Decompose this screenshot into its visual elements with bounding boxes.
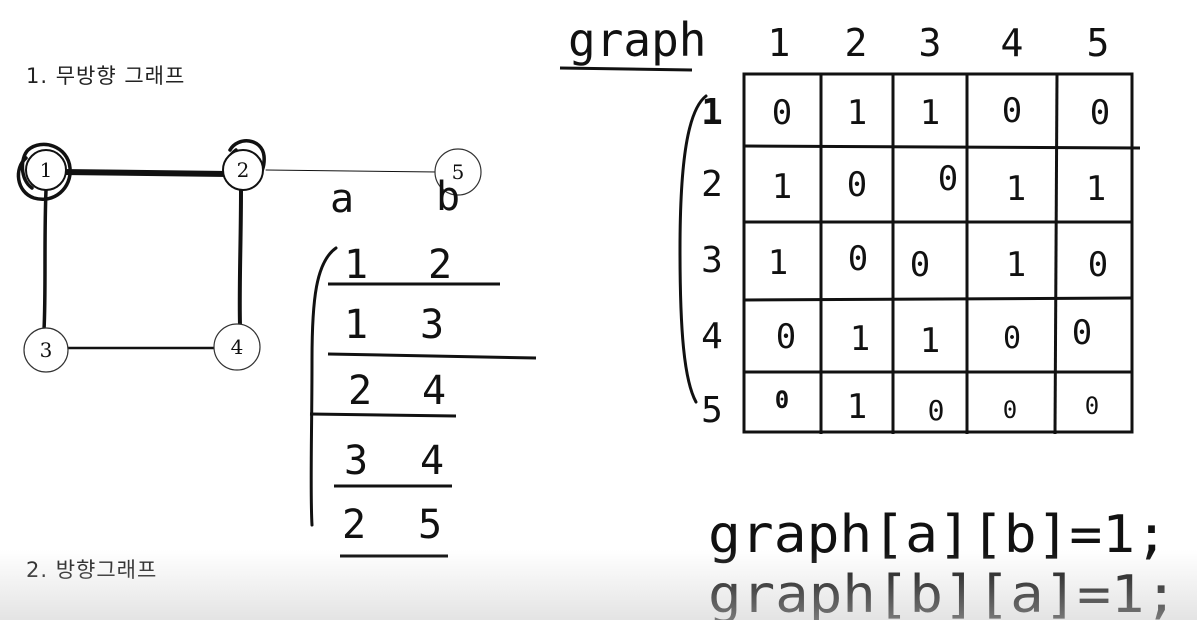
edge-list-cell: 3 [344, 438, 368, 484]
matrix-cell: 1 [1006, 245, 1026, 285]
graph-node-label: 4 [231, 335, 244, 359]
matrix-cell: 0 [1002, 91, 1022, 131]
edge-list-cell: 4 [422, 368, 446, 414]
edge-list-cell: 1 [344, 302, 368, 348]
matrix-gridline [1053, 73, 1059, 435]
matrix-col-header: 3 [919, 21, 942, 65]
graph-edge-2-5 [265, 169, 439, 173]
edge-list-cell: 1 [344, 242, 368, 288]
graph-node-1 [25, 149, 67, 191]
matrix-cell: 1 [920, 321, 940, 361]
graph-node-2 [222, 149, 264, 191]
matrix-frame [742, 72, 1134, 434]
graph-nodes: 1 2 3 4 5 [23, 148, 482, 373]
edge-list-cell: 2 [428, 242, 452, 288]
matrix-cell: 0 [1072, 313, 1092, 353]
matrix-row-bracket [678, 94, 708, 404]
matrix-cell: 1 [772, 167, 792, 207]
graph-node-label: 2 [237, 158, 250, 182]
matrix-cell: 0 [848, 239, 868, 279]
matrix-col-header: 2 [845, 21, 868, 65]
edge-list-cell: 2 [348, 368, 372, 414]
matrix-row-header: 5 [701, 390, 723, 431]
edge-list-bracket [309, 246, 338, 527]
matrix-row-header: 4 [701, 316, 723, 357]
graph-node-3 [23, 327, 69, 373]
edge-list: a b 1 2 1 3 2 4 3 4 2 5 [309, 174, 537, 558]
matrix-cell: 0 [938, 159, 958, 199]
edge-list-cell: 4 [420, 438, 444, 484]
code-block: graph[a][b]=1; graph[b][a]=1; [708, 505, 1178, 620]
matrix-cell: 0 [1090, 93, 1110, 133]
graph-edge-2-4 [237, 188, 243, 327]
edge-list-cell: 3 [420, 302, 444, 348]
matrix-cell: 1 [1086, 169, 1106, 209]
matrix-col-header: 5 [1087, 21, 1110, 65]
matrix-cell: 0 [910, 245, 930, 285]
edge-list-cell: 2 [342, 502, 366, 548]
matrix-cell: 1 [920, 93, 940, 133]
code-line-2: graph[b][a]=1; [708, 565, 1178, 620]
adjacency-matrix: graph 1 2 3 4 5 1 2 3 4 5 0 1 1 0 0 1 0 … [559, 13, 1141, 435]
edge-list-cell: 5 [418, 502, 442, 548]
matrix-gridline [743, 296, 1133, 302]
matrix-cell: 0 [1003, 396, 1017, 424]
matrix-cell: 1 [1006, 169, 1026, 209]
matrix-row-header: 1 [701, 92, 723, 133]
matrix-gridline [743, 144, 1141, 150]
graph-edge-1-2 [59, 169, 231, 177]
matrix-cell: 1 [847, 93, 867, 133]
matrix-col-header: 4 [1001, 21, 1024, 65]
edge-list-divider [327, 352, 537, 360]
matrix-cell: 0 [1003, 321, 1021, 356]
node-1-scribble [16, 142, 72, 201]
graph-node-label: 1 [40, 158, 53, 182]
graph-node-label: 3 [40, 338, 53, 362]
graph-node-4 [213, 323, 261, 371]
matrix-cell: 0 [1085, 392, 1099, 420]
matrix-cell: 0 [928, 394, 945, 427]
matrix-cell: 1 [850, 319, 870, 359]
matrix-cell: 0 [772, 93, 792, 133]
edge-list-divider [309, 412, 457, 418]
matrix-cell: 0 [776, 317, 796, 357]
section-title-undirected: 1. 무방향 그래프 [26, 64, 186, 88]
graph-node-5 [434, 148, 482, 196]
matrix-cell: 0 [1088, 245, 1108, 285]
matrix-row-header: 2 [701, 164, 723, 205]
matrix-cell: 1 [768, 243, 788, 283]
graph-edge-1-3 [42, 188, 48, 332]
edge-list-header-b: b [436, 174, 460, 220]
edge-list-header-a: a [330, 176, 354, 222]
matrix-title: graph [568, 13, 706, 67]
matrix-col-header: 1 [768, 21, 791, 65]
matrix-cell: 1 [847, 387, 867, 427]
matrix-title-underline [559, 66, 693, 72]
code-line-1: graph[a][b]=1; [708, 505, 1168, 565]
matrix-row-header: 3 [701, 240, 723, 281]
matrix-cell: 0 [847, 165, 867, 205]
matrix-cell: 0 [775, 386, 789, 414]
graph-node-label: 5 [452, 160, 465, 184]
